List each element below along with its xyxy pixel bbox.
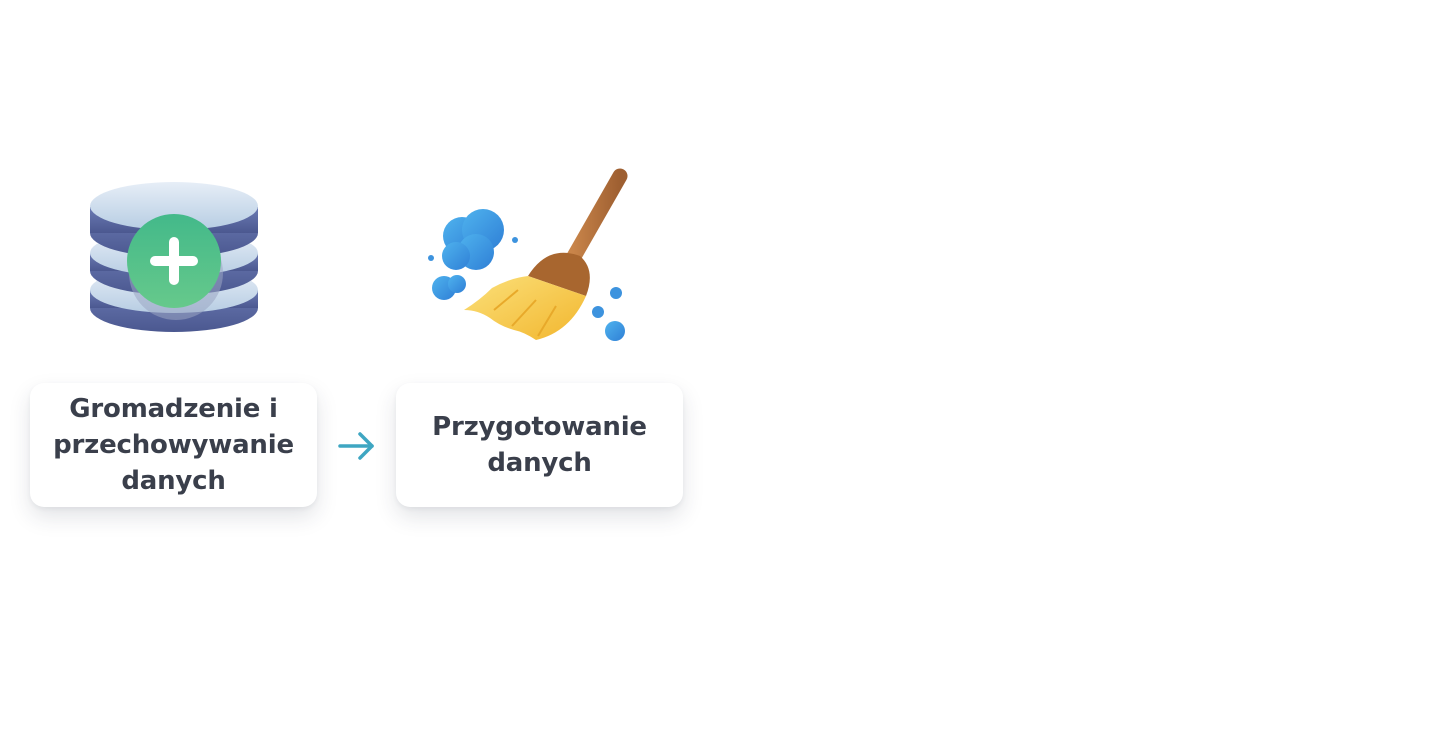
step-label-data-preparation: Przygotowanie danych <box>432 412 647 478</box>
step-card-data-preparation: Przygotowanie danych <box>396 383 683 507</box>
step-card-data-collection: Gromadzenie i przechowywanie danych <box>30 383 317 507</box>
step-label-data-collection: Gromadzenie i przechowywanie danych <box>53 394 294 496</box>
database-add-icon <box>84 175 264 340</box>
arrow-right-icon <box>336 429 378 463</box>
broom-icon <box>420 160 640 350</box>
